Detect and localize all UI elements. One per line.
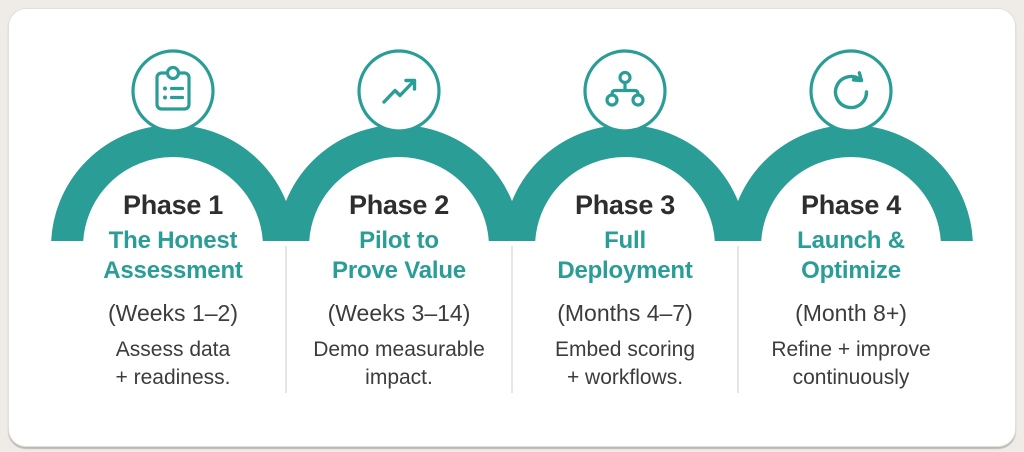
- phase-description: Refine + improve continuously: [738, 336, 964, 392]
- phase-column-1: Phase 1 The Honest Assessment (Weeks 1–2…: [60, 192, 286, 392]
- phase-arch: [503, 125, 747, 241]
- phase-timeframe: (Month 8+): [795, 300, 907, 326]
- phase-description-line: Demo measurable: [313, 338, 485, 361]
- phase-description: Embed scoring + workflows.: [512, 336, 738, 392]
- phase-subtitle-line: The Honest: [108, 227, 238, 254]
- phase-arches-graphic: [51, 49, 973, 393]
- phase-title: Phase 3: [575, 190, 675, 220]
- icon-circle: [809, 49, 893, 133]
- phase-description-line: Assess data: [115, 338, 231, 361]
- phase-subtitle-line: Full: [604, 227, 646, 254]
- phase-title: Phase 1: [123, 190, 223, 220]
- phase-arch: [729, 125, 973, 241]
- phase-title: Phase 2: [349, 190, 449, 220]
- phase-subtitle-line: Prove Value: [332, 257, 466, 284]
- phase-description-line: continuously: [792, 366, 910, 389]
- phase-description: Demo measurable impact.: [286, 336, 512, 392]
- phase-arches: [51, 125, 973, 241]
- phase-description-line: Embed scoring: [554, 338, 696, 361]
- phase-subtitle-line: Optimize: [801, 257, 901, 284]
- icon-circles: [131, 49, 893, 133]
- roadmap-card: Phase 1 The Honest Assessment (Weeks 1–2…: [8, 8, 1016, 447]
- icon-circle: [357, 49, 441, 133]
- phase-subtitle: Full Deployment: [512, 226, 738, 286]
- phase-column-2: Phase 2 Pilot to Prove Value (Weeks 3–14…: [286, 192, 512, 392]
- phase-subtitle-line: Launch &: [797, 227, 905, 254]
- phase-description: Assess data + readiness.: [60, 336, 286, 392]
- clipboard-checklist-icon: [155, 65, 191, 111]
- phase-timeframe: (Weeks 1–2): [108, 300, 238, 326]
- phase-subtitle: Launch & Optimize: [738, 226, 964, 286]
- hierarchy-icon: [605, 70, 645, 107]
- phase-arch: [277, 125, 521, 241]
- phase-subtitle: Pilot to Prove Value: [286, 226, 512, 286]
- trend-up-icon: [382, 78, 417, 104]
- phase-title: Phase 4: [801, 190, 901, 220]
- column-dividers: [285, 246, 739, 393]
- phase-description-line: + workflows.: [566, 366, 684, 389]
- phase-arch: [51, 125, 295, 241]
- phase-column-3: Phase 3 Full Deployment (Months 4–7) Emb…: [512, 192, 738, 392]
- phase-column-4: Phase 4 Launch & Optimize (Month 8+) Ref…: [738, 192, 964, 392]
- phase-subtitle: The Honest Assessment: [60, 226, 286, 286]
- rotate-cw-icon: [833, 71, 869, 110]
- phase-timeframe: (Weeks 3–14): [327, 300, 471, 326]
- icon-circle: [131, 49, 215, 133]
- phase-subtitle-line: Assessment: [103, 257, 243, 284]
- phase-description-line: + readiness.: [115, 366, 231, 389]
- phase-description-line: impact.: [365, 366, 433, 389]
- phase-description-line: Refine + improve: [771, 338, 931, 361]
- phase-subtitle-line: Pilot to: [359, 227, 439, 254]
- phase-subtitle-line: Deployment: [557, 257, 693, 284]
- phase-timeframe: (Months 4–7): [557, 300, 693, 326]
